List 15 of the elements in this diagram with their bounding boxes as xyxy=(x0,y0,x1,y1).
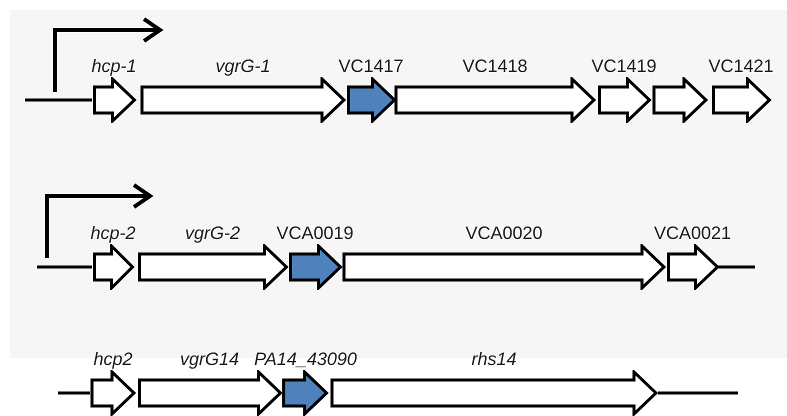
gene-label: PA14_43090 xyxy=(254,348,357,370)
gene-label: VCA0021 xyxy=(654,222,732,244)
gene-label: hcp-1 xyxy=(91,55,137,77)
gene-label: vgrG-2 xyxy=(184,222,240,244)
gene-label: VC1418 xyxy=(462,55,528,77)
gene-label: hcp2 xyxy=(93,348,133,370)
gene-label: vgrG14 xyxy=(180,348,240,370)
gene-label: VC1419 xyxy=(591,55,657,77)
gene-label: rhs14 xyxy=(471,348,517,370)
gene-label: hcp-2 xyxy=(90,222,136,244)
gene-label: VCA0019 xyxy=(276,222,354,244)
gene-label: VC1421 xyxy=(708,55,774,77)
gene-label: vgrG-1 xyxy=(215,55,270,77)
gene-label: VCA0020 xyxy=(465,222,543,244)
gene-label: VC1417 xyxy=(338,55,404,77)
